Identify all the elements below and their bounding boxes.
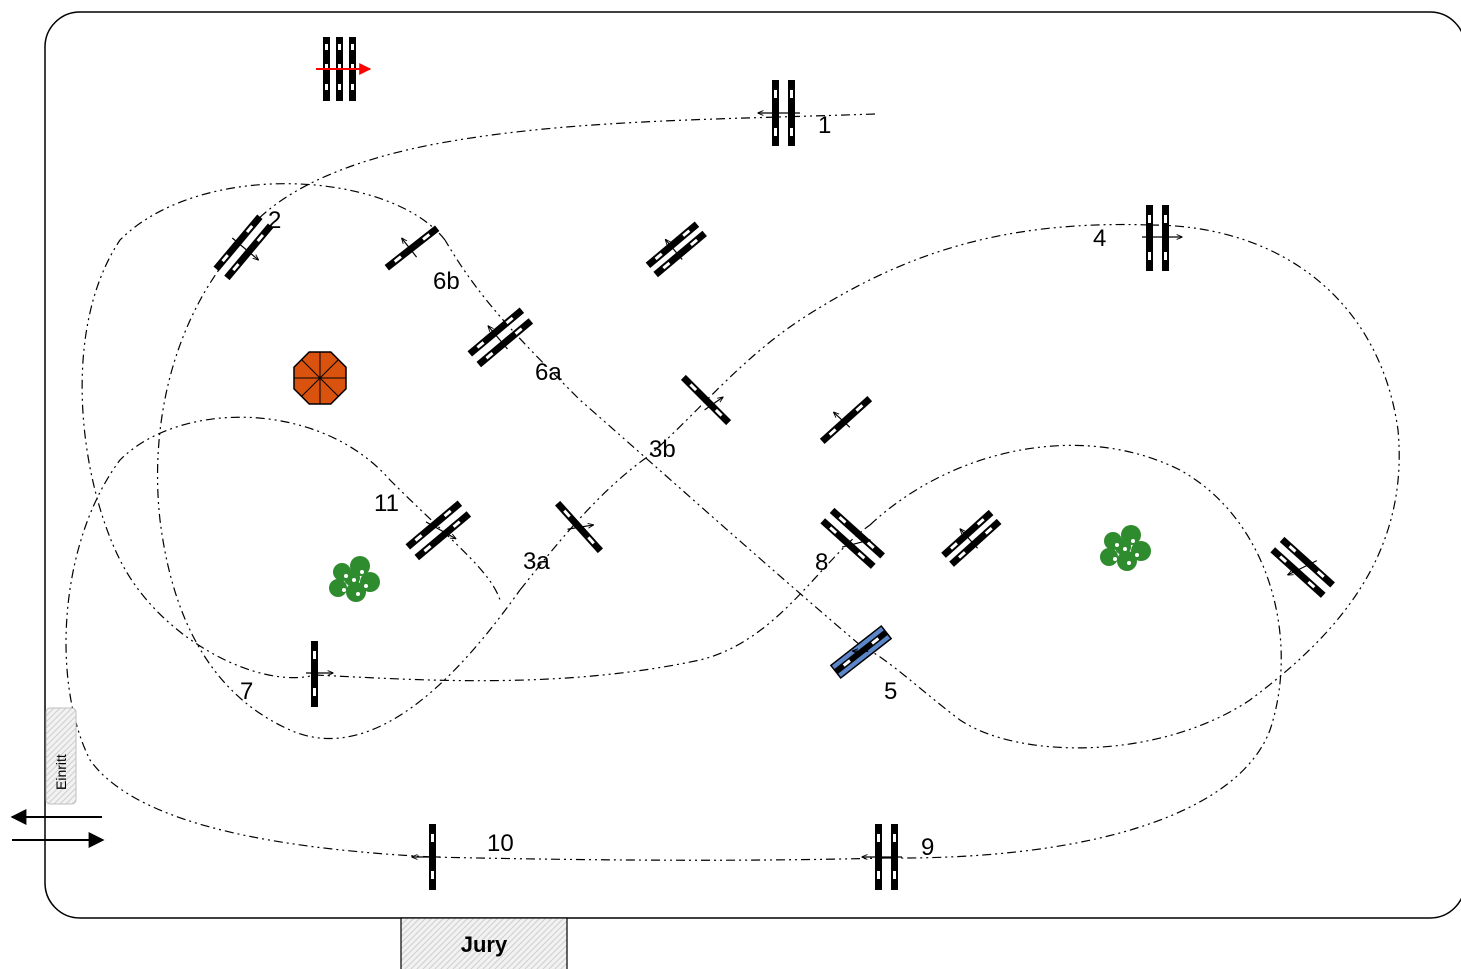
label-obstacle-6a: 6a — [535, 359, 562, 386]
obstacle-6b — [384, 225, 440, 271]
tree-icon — [1100, 525, 1151, 571]
umbrella-icon — [293, 351, 347, 405]
obstacle-3b — [680, 374, 732, 426]
label-obstacle-6b: 6b — [433, 268, 460, 295]
label-obstacle-8: 8 — [815, 549, 828, 576]
course-route — [65, 113, 1400, 861]
obstacle-9 — [862, 824, 902, 890]
entrance-label: Einritt — [53, 754, 69, 790]
obstacle-5-water — [829, 624, 893, 680]
tree-icon — [329, 556, 380, 602]
label-obstacle-7: 7 — [240, 678, 253, 705]
obstacle-2 — [213, 214, 274, 281]
obstacle-1 — [758, 80, 800, 146]
label-obstacle-11: 11 — [374, 490, 399, 517]
obstacle-3a — [554, 500, 604, 554]
spare-obstacle-top — [645, 221, 707, 278]
label-obstacle-10: 10 — [487, 830, 514, 857]
label-obstacle-4: 4 — [1093, 225, 1106, 252]
jury-box: Jury — [400, 917, 568, 969]
obstacle-10 — [412, 824, 440, 890]
spare-obstacle-middle — [819, 395, 873, 445]
spare-obstacle-far-right — [1270, 536, 1335, 598]
obstacle-4 — [1142, 205, 1182, 271]
entrance-arrows-icon — [10, 809, 105, 848]
entrance-gate: Einritt — [45, 707, 77, 805]
spare-obstacle-right — [941, 509, 1002, 567]
label-obstacle-5: 5 — [884, 678, 897, 705]
label-obstacle-9: 9 — [921, 834, 934, 861]
arena-boundary — [44, 11, 1461, 919]
obstacle-8 — [820, 507, 885, 569]
obstacle-11 — [405, 500, 472, 561]
label-obstacle-3a: 3a — [523, 548, 550, 575]
start-line — [316, 37, 372, 101]
label-obstacle-2: 2 — [268, 207, 281, 234]
label-obstacle-3b: 3b — [649, 436, 676, 463]
obstacle-7 — [306, 641, 333, 707]
jury-label: Jury — [461, 932, 508, 957]
label-obstacle-1: 1 — [818, 112, 831, 139]
obstacle-6a — [467, 307, 534, 368]
